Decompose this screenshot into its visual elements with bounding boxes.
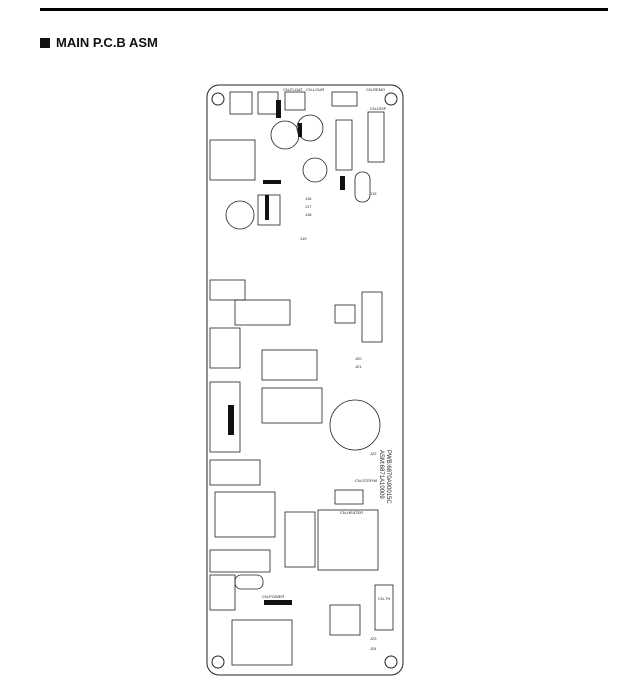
relay [209,139,256,181]
connector-label: CN-HEATER [340,510,363,515]
pcb-trace [228,405,234,435]
capacitor [225,200,255,230]
connector [331,91,358,107]
mounting-hole [211,655,225,669]
fuse [234,574,264,590]
connector [374,584,394,631]
relay-block [317,509,379,571]
mounting-hole [211,92,225,106]
pcb-trace [340,176,345,190]
connector [334,489,364,505]
jumper-label: J24 [370,646,377,651]
mounting-hole [384,655,398,669]
section-heading: MAIN P.C.B ASM [40,35,158,50]
connector [209,279,246,301]
pcb-trace [298,123,302,137]
square-bullet-icon [40,37,50,48]
connector [209,459,261,486]
jumper-label: J23 [370,636,377,641]
pcb-trace [265,195,269,220]
regulator [284,511,316,568]
mounting-hole [384,92,398,106]
pwb-label: PWB:6870A90015C [385,450,391,504]
connector [335,119,353,171]
buzzer [329,399,381,451]
jumper-label: J19 [300,236,307,241]
varistor [329,604,361,636]
jumper-label: J16 [305,196,312,201]
transformer [214,491,276,538]
connector [209,381,241,453]
jumper-label: J18 [305,212,312,217]
jumper-label: J20 [355,356,362,361]
connector-label: CN-REMO [366,87,385,92]
relay [261,387,323,424]
connector-label: CN-STEP/M [355,478,377,483]
relay [261,349,318,381]
connector [284,91,306,111]
pcb-trace [263,180,281,184]
connector [367,111,385,163]
connector-label: CN-TH [378,596,391,601]
relay [234,299,291,326]
connector [334,304,356,324]
connector-label: CN-FLOAT [283,87,303,92]
asm-label: ASM:6871A10009 [378,450,384,499]
connector-label: CN-LOUR [306,87,324,92]
pcb-trace [276,100,281,118]
relay [231,619,293,666]
crystal [354,171,371,203]
connector-label: CN-POWER [262,594,284,599]
connector [209,549,271,573]
pcb-trace [228,100,345,605]
connector [361,291,383,343]
section-title: MAIN P.C.B ASM [56,35,158,50]
jumper-label: J15 [370,191,377,196]
capacitor [302,157,328,183]
connector [209,574,236,611]
jumper-label: J22 [370,451,377,456]
pcb-trace [264,600,292,605]
capacitor [296,114,324,142]
top-rule [40,8,608,11]
connector [229,91,253,115]
jumper-label: J21 [355,364,362,369]
connector-label: CN-DISP [370,106,387,111]
connector [209,327,241,369]
jumper-label: J17 [305,204,312,209]
